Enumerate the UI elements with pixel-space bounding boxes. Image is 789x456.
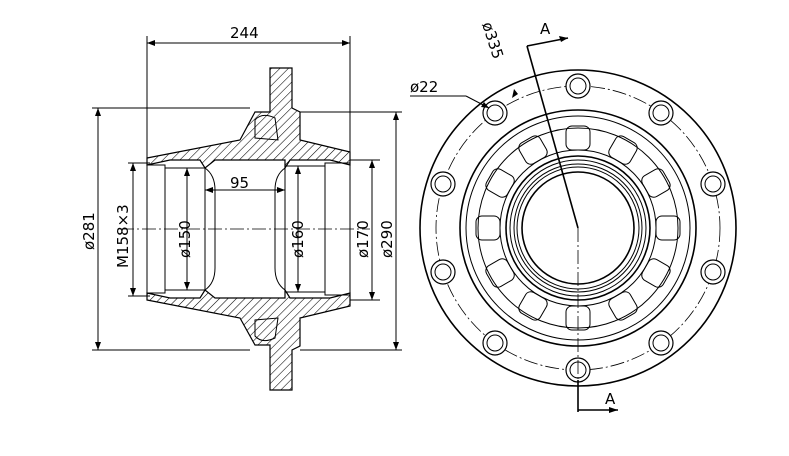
front-view: A A ø335 ø22 (410, 20, 737, 413)
dim-text-95: 95 (230, 174, 249, 192)
bolt-hole (648, 330, 674, 356)
bolt-hole (648, 100, 674, 126)
bolt-hole (430, 259, 456, 285)
lower-wall-section (146, 287, 351, 391)
bolt-hole (482, 100, 508, 126)
dim-text-335: ø335 (478, 20, 507, 62)
dim-text-244: 244 (230, 24, 259, 42)
dim-text-22: ø22 (410, 78, 438, 96)
upper-wall-section (146, 67, 351, 171)
bolt-hole (700, 171, 726, 197)
dim-text-160: ø160 (289, 220, 307, 258)
bolt-hole (430, 171, 456, 197)
bolt-hole (565, 73, 591, 99)
bolt-hole (700, 259, 726, 285)
dim-text-170: ø170 (354, 220, 372, 258)
section-line-a (526, 45, 579, 229)
bolt-recess-bottom (254, 317, 279, 342)
dim-text-150: ø150 (176, 220, 194, 258)
dim-text-290: ø290 (378, 220, 396, 258)
dim-text-281: ø281 (80, 212, 98, 250)
section-view: 244 ø281 M158×3 ø150 95 ø160 ø170 (80, 24, 402, 391)
bolt-holes (430, 73, 726, 383)
bolt-recess-top (254, 114, 279, 141)
section-mark-top: A (540, 20, 551, 38)
section-mark-bottom: A (605, 390, 616, 408)
bolt-hole (482, 330, 508, 356)
dim-text-m158: M158×3 (114, 204, 132, 268)
